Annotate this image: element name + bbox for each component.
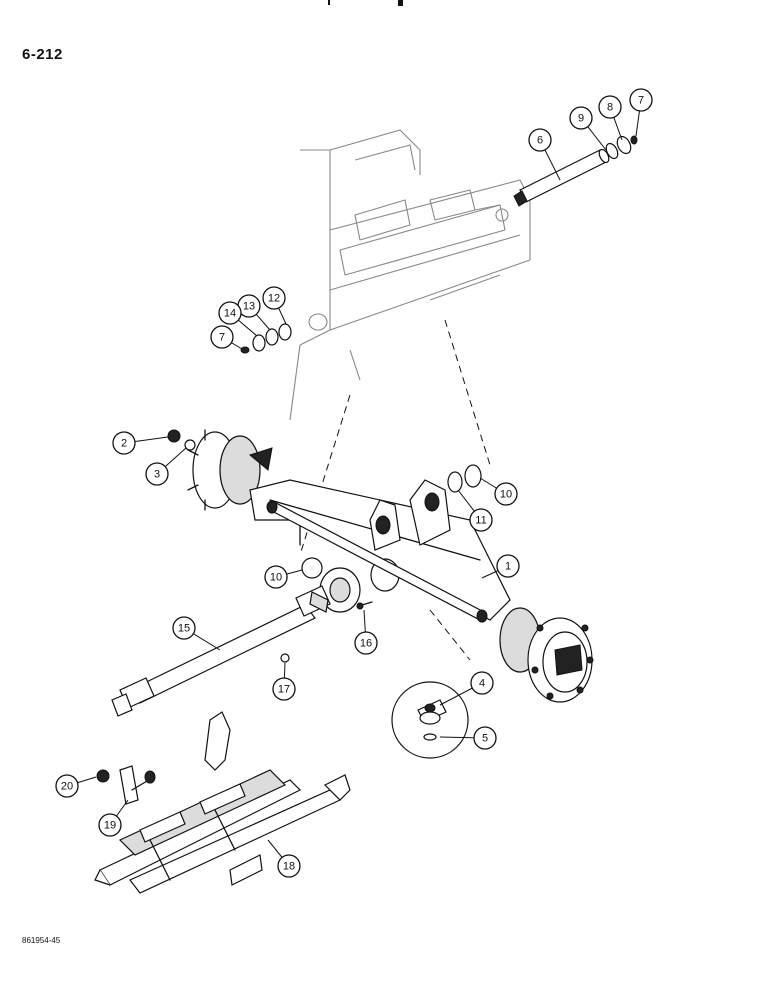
callout-circle <box>172 616 196 640</box>
callout-number: 7 <box>638 95 644 107</box>
callout-circle <box>277 854 301 878</box>
callout-number: 9 <box>578 113 584 125</box>
page-number: 6-212 <box>22 46 63 63</box>
callout-number: 6 <box>537 135 543 147</box>
callout-circle <box>473 726 497 750</box>
callout-number: 19 <box>104 820 116 832</box>
top-marks <box>328 0 403 6</box>
callout-number: 17 <box>278 684 290 696</box>
loader-frame <box>289 129 531 421</box>
axle-assembly <box>187 429 594 703</box>
frame-bolt-nut <box>96 765 156 805</box>
callout-number: 10 <box>500 489 512 501</box>
callout-circle <box>354 631 378 655</box>
callout-number: 7 <box>219 332 225 344</box>
callout-circle <box>470 671 494 695</box>
callout-circle <box>496 554 520 578</box>
alignment-lines <box>299 319 491 661</box>
callout-number: 12 <box>268 293 280 305</box>
callout-circle <box>262 286 286 310</box>
callout-number: 14 <box>224 308 236 320</box>
small-fasteners <box>280 601 373 663</box>
callout-circle <box>272 677 296 701</box>
callout-number: 20 <box>61 781 73 793</box>
callout-circle <box>145 462 169 486</box>
callout-circle <box>112 431 136 455</box>
figure-reference: 861954-45 <box>22 936 61 945</box>
thrust-washers <box>301 464 482 579</box>
callout-circle <box>494 482 518 506</box>
callout-number: 13 <box>243 301 255 313</box>
callout-circle <box>569 106 593 130</box>
callout-circle <box>469 508 493 532</box>
callout-circle <box>264 565 288 589</box>
callout-number: 11 <box>475 515 486 527</box>
callout-circle <box>55 774 79 798</box>
callout-circle <box>218 301 242 325</box>
frame-cradle <box>94 711 351 894</box>
callout-number: 5 <box>482 733 488 745</box>
callout-number: 10 <box>270 572 282 584</box>
callout-number: 16 <box>360 638 372 650</box>
callout-circle <box>598 95 622 119</box>
callout-number: 4 <box>479 678 485 690</box>
left-pin-washers <box>240 323 292 354</box>
callout-number: 3 <box>154 469 160 481</box>
callout-number: 8 <box>607 102 613 114</box>
callout-number: 2 <box>121 438 127 450</box>
hub-nut-washer <box>167 429 196 451</box>
detail-circle <box>391 681 469 759</box>
callout-circle <box>528 128 552 152</box>
callout-number: 1 <box>505 561 511 573</box>
callout-number: 18 <box>283 861 295 873</box>
pivot-pin <box>513 135 638 207</box>
callout-circle <box>629 88 653 112</box>
callout-circle <box>98 813 122 837</box>
callout-number: 15 <box>178 623 190 635</box>
drive-shaft <box>111 585 331 717</box>
callout-circle <box>210 325 234 349</box>
